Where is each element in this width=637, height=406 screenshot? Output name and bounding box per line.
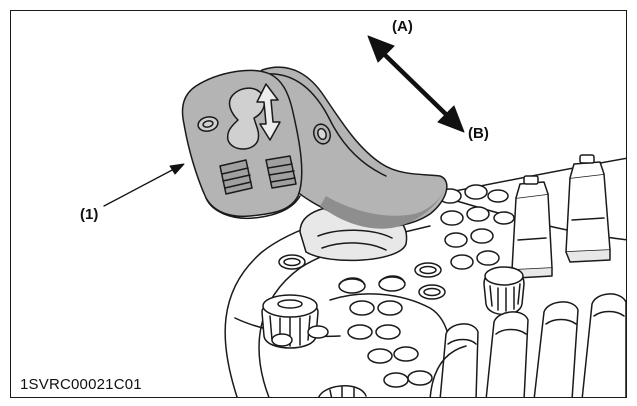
figure-code: 1SVRC00021C01 <box>20 376 142 393</box>
rocker-switch-left <box>511 175 553 279</box>
console-buttons <box>271 254 446 388</box>
rotary-knob-right <box>483 266 525 316</box>
thumb-switch-left <box>219 159 253 195</box>
rotary-knob-bottom <box>318 385 367 397</box>
callout-direction-b: (B) <box>468 125 489 142</box>
lever-bank <box>429 293 626 397</box>
part-1-leader <box>103 163 185 207</box>
callout-direction-a: (A) <box>392 18 413 35</box>
callout-part-1: (1) <box>80 206 99 223</box>
joystick-handle <box>181 66 448 229</box>
rocker-switch-right <box>565 154 611 263</box>
direction-arrow-a-b <box>367 35 465 133</box>
thumb-switch-right <box>265 155 297 189</box>
switch-grid <box>438 184 515 270</box>
